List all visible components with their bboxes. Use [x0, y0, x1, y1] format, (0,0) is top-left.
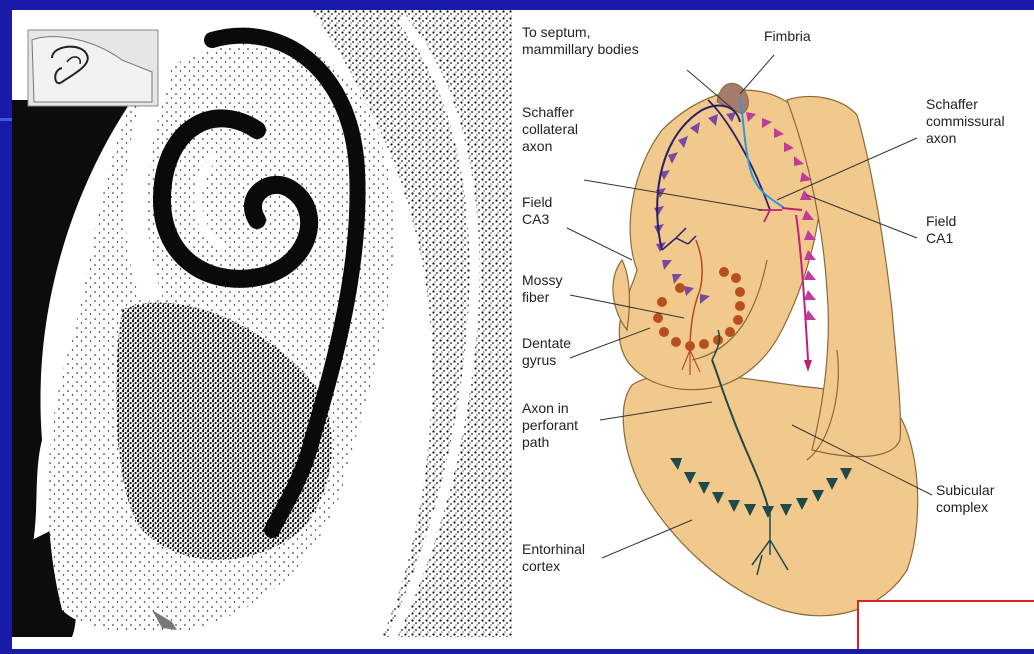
hippocampus-body [619, 90, 822, 389]
label-perforant-path: Axon in perforant path [522, 400, 578, 451]
label-entorhinal-cortex: Entorhinal cortex [522, 541, 585, 575]
label-schaffer-collateral: Schaffer collateral axon [522, 104, 578, 155]
label-field-ca1: Field CA1 [926, 213, 956, 247]
label-schaffer-commissural: Schaffer commissural axon [926, 96, 1005, 147]
histology-micrograph [12, 10, 512, 637]
label-to-septum: To septum, mammillary bodies [522, 24, 639, 58]
label-fimbria: Fimbria [764, 28, 811, 45]
annotation-box [857, 600, 1034, 649]
label-dentate-gyrus: Dentate gyrus [522, 335, 571, 369]
inset-brain-thumbnail [28, 30, 158, 106]
label-mossy-fiber: Mossy fiber [522, 272, 562, 306]
label-subicular-complex: Subicular complex [936, 482, 994, 516]
hippocampus-circuit-diagram: To septum, mammillary bodies Fimbria Sch… [512, 10, 1034, 649]
label-field-ca3: Field CA3 [522, 194, 552, 228]
